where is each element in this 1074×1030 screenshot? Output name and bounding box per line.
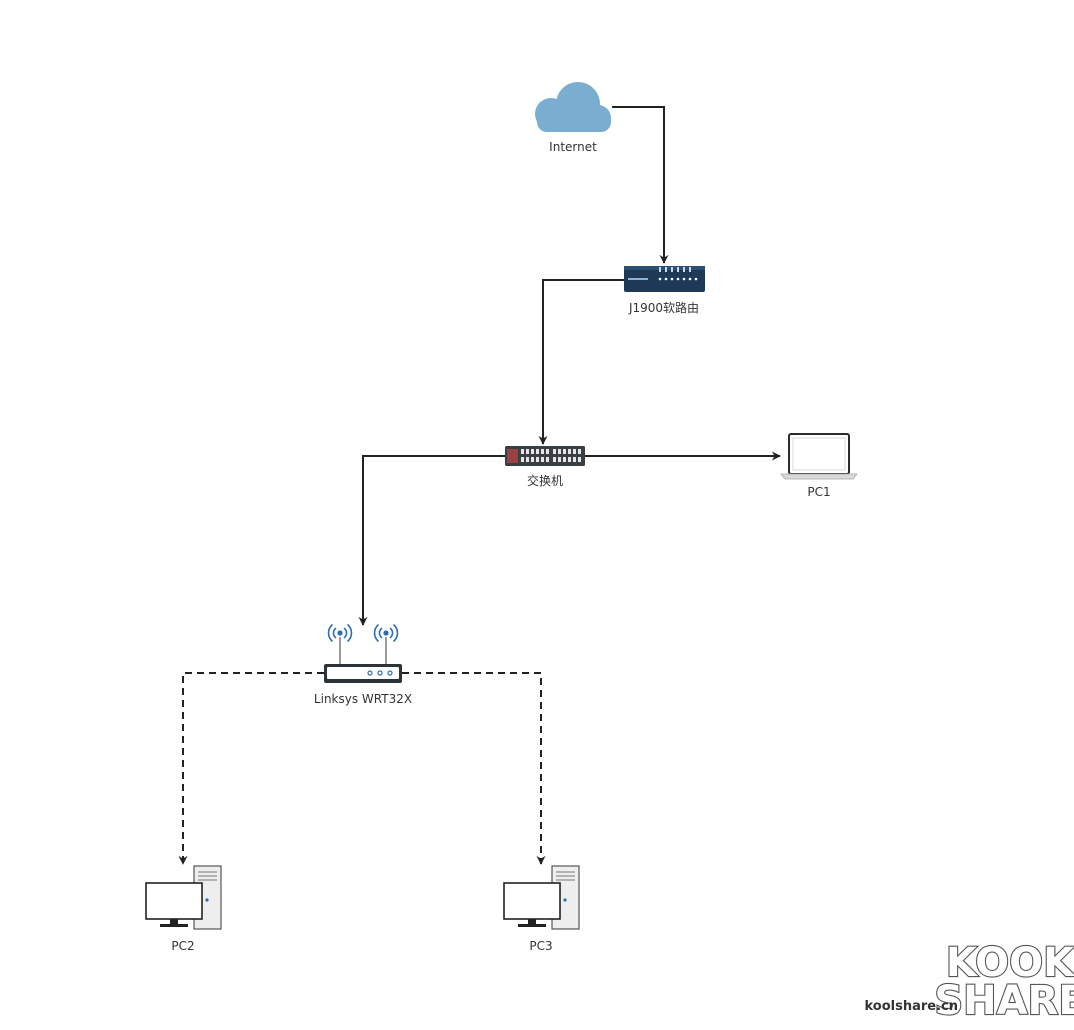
pc1-node[interactable]: PC1 bbox=[780, 433, 858, 499]
router-node[interactable]: J1900软路由 bbox=[624, 266, 705, 315]
cloud-icon bbox=[535, 82, 611, 132]
desktop-pc-icon bbox=[503, 865, 580, 930]
internet-label: Internet bbox=[549, 140, 597, 154]
pc3-label: PC3 bbox=[529, 939, 552, 953]
desktop-pc-icon bbox=[145, 865, 222, 930]
edge-wifi-pc2 bbox=[178, 672, 324, 865]
internet-node[interactable]: Internet bbox=[535, 82, 611, 154]
laptop-icon bbox=[780, 433, 858, 480]
edges bbox=[178, 106, 781, 865]
pc2-label: PC2 bbox=[171, 939, 194, 953]
pc3-node[interactable]: PC3 bbox=[503, 865, 580, 953]
wifi-router-label: Linksys WRT32X bbox=[314, 692, 412, 706]
edge-internet-router bbox=[612, 106, 669, 264]
wifi-router-node[interactable]: Linksys WRT32X bbox=[314, 624, 412, 706]
switch-node[interactable]: 交换机 bbox=[505, 446, 585, 488]
edge-router-switch bbox=[538, 279, 624, 445]
edge-switch-wifi bbox=[358, 455, 505, 626]
wireless-router-icon bbox=[324, 624, 402, 683]
watermark-logo-bottom: SHARE bbox=[934, 978, 1074, 1024]
switch-label: 交换机 bbox=[527, 473, 563, 488]
pc2-node[interactable]: PC2 bbox=[145, 865, 222, 953]
switch-icon bbox=[505, 446, 585, 466]
pc1-label: PC1 bbox=[807, 485, 830, 499]
router-label: J1900软路由 bbox=[628, 300, 699, 315]
router-icon bbox=[624, 266, 705, 292]
koolshare-watermark: KOOK SHARE koolshare.cn bbox=[864, 939, 1074, 1025]
edge-wifi-pc3 bbox=[402, 672, 546, 865]
watermark-domain: koolshare.cn bbox=[864, 999, 958, 1014]
watermark-logo-top: KOOK bbox=[946, 940, 1074, 986]
